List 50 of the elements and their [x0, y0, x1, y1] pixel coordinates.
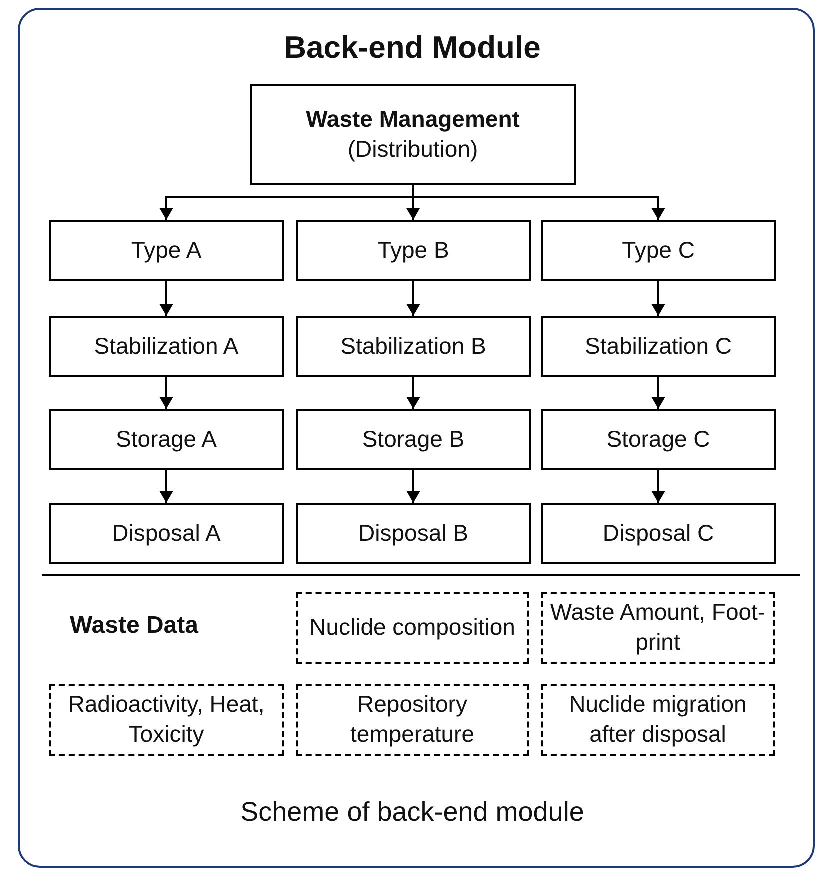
process-box	[49, 316, 284, 377]
process-box	[49, 503, 284, 564]
box-text: Type A	[131, 236, 202, 265]
box-text: Stabilization A	[94, 332, 239, 361]
arrow	[160, 377, 174, 409]
box-text: Radioactivity, Heat, Toxicity	[67, 690, 266, 749]
process-box	[541, 503, 776, 564]
box-text: Storage B	[362, 424, 465, 454]
box-text: Repository temperature	[349, 690, 476, 749]
box-text: Disposal C	[602, 518, 714, 548]
box-text: Type B	[378, 236, 450, 265]
process-box	[49, 409, 284, 470]
box-text: Nuclide migration after disposal	[568, 690, 748, 749]
box-text: (Distribution)	[348, 134, 478, 164]
data-box	[541, 592, 775, 664]
arrow	[652, 281, 666, 316]
process-box	[541, 220, 776, 281]
section-label: Waste Data	[70, 612, 198, 640]
process-box	[296, 503, 531, 564]
process-box	[49, 220, 284, 281]
process-box	[296, 316, 531, 377]
data-box	[296, 592, 529, 664]
process-box	[541, 316, 776, 377]
data-box	[296, 684, 529, 756]
process-box	[296, 220, 531, 281]
box-text: Stabilization C	[584, 332, 732, 361]
caption: Scheme of back-end module	[240, 797, 586, 828]
arrow	[652, 377, 666, 409]
box-text: Stabilization B	[340, 332, 486, 361]
arrow	[160, 470, 174, 503]
box-text: Storage A	[116, 424, 218, 454]
box-text: Nuclide composition	[310, 613, 516, 642]
box-text: Disposal A	[112, 518, 221, 548]
arrow	[406, 377, 420, 409]
process-box	[541, 409, 776, 470]
box-text: Type C	[622, 236, 695, 265]
box-heading: Waste Management	[306, 104, 520, 134]
data-box	[49, 684, 284, 756]
arrow	[412, 185, 666, 220]
process-box	[296, 409, 531, 470]
arrow	[160, 281, 174, 316]
box-text: Storage C	[606, 424, 710, 454]
arrow	[652, 470, 666, 503]
data-box	[541, 684, 775, 756]
box-text: Disposal B	[358, 518, 468, 548]
box-text: Waste Amount, Foot-print	[549, 598, 767, 657]
process-box	[250, 84, 576, 185]
arrow	[406, 470, 420, 503]
diagram-title: Back-end Module	[283, 30, 542, 66]
arrow	[406, 281, 420, 316]
